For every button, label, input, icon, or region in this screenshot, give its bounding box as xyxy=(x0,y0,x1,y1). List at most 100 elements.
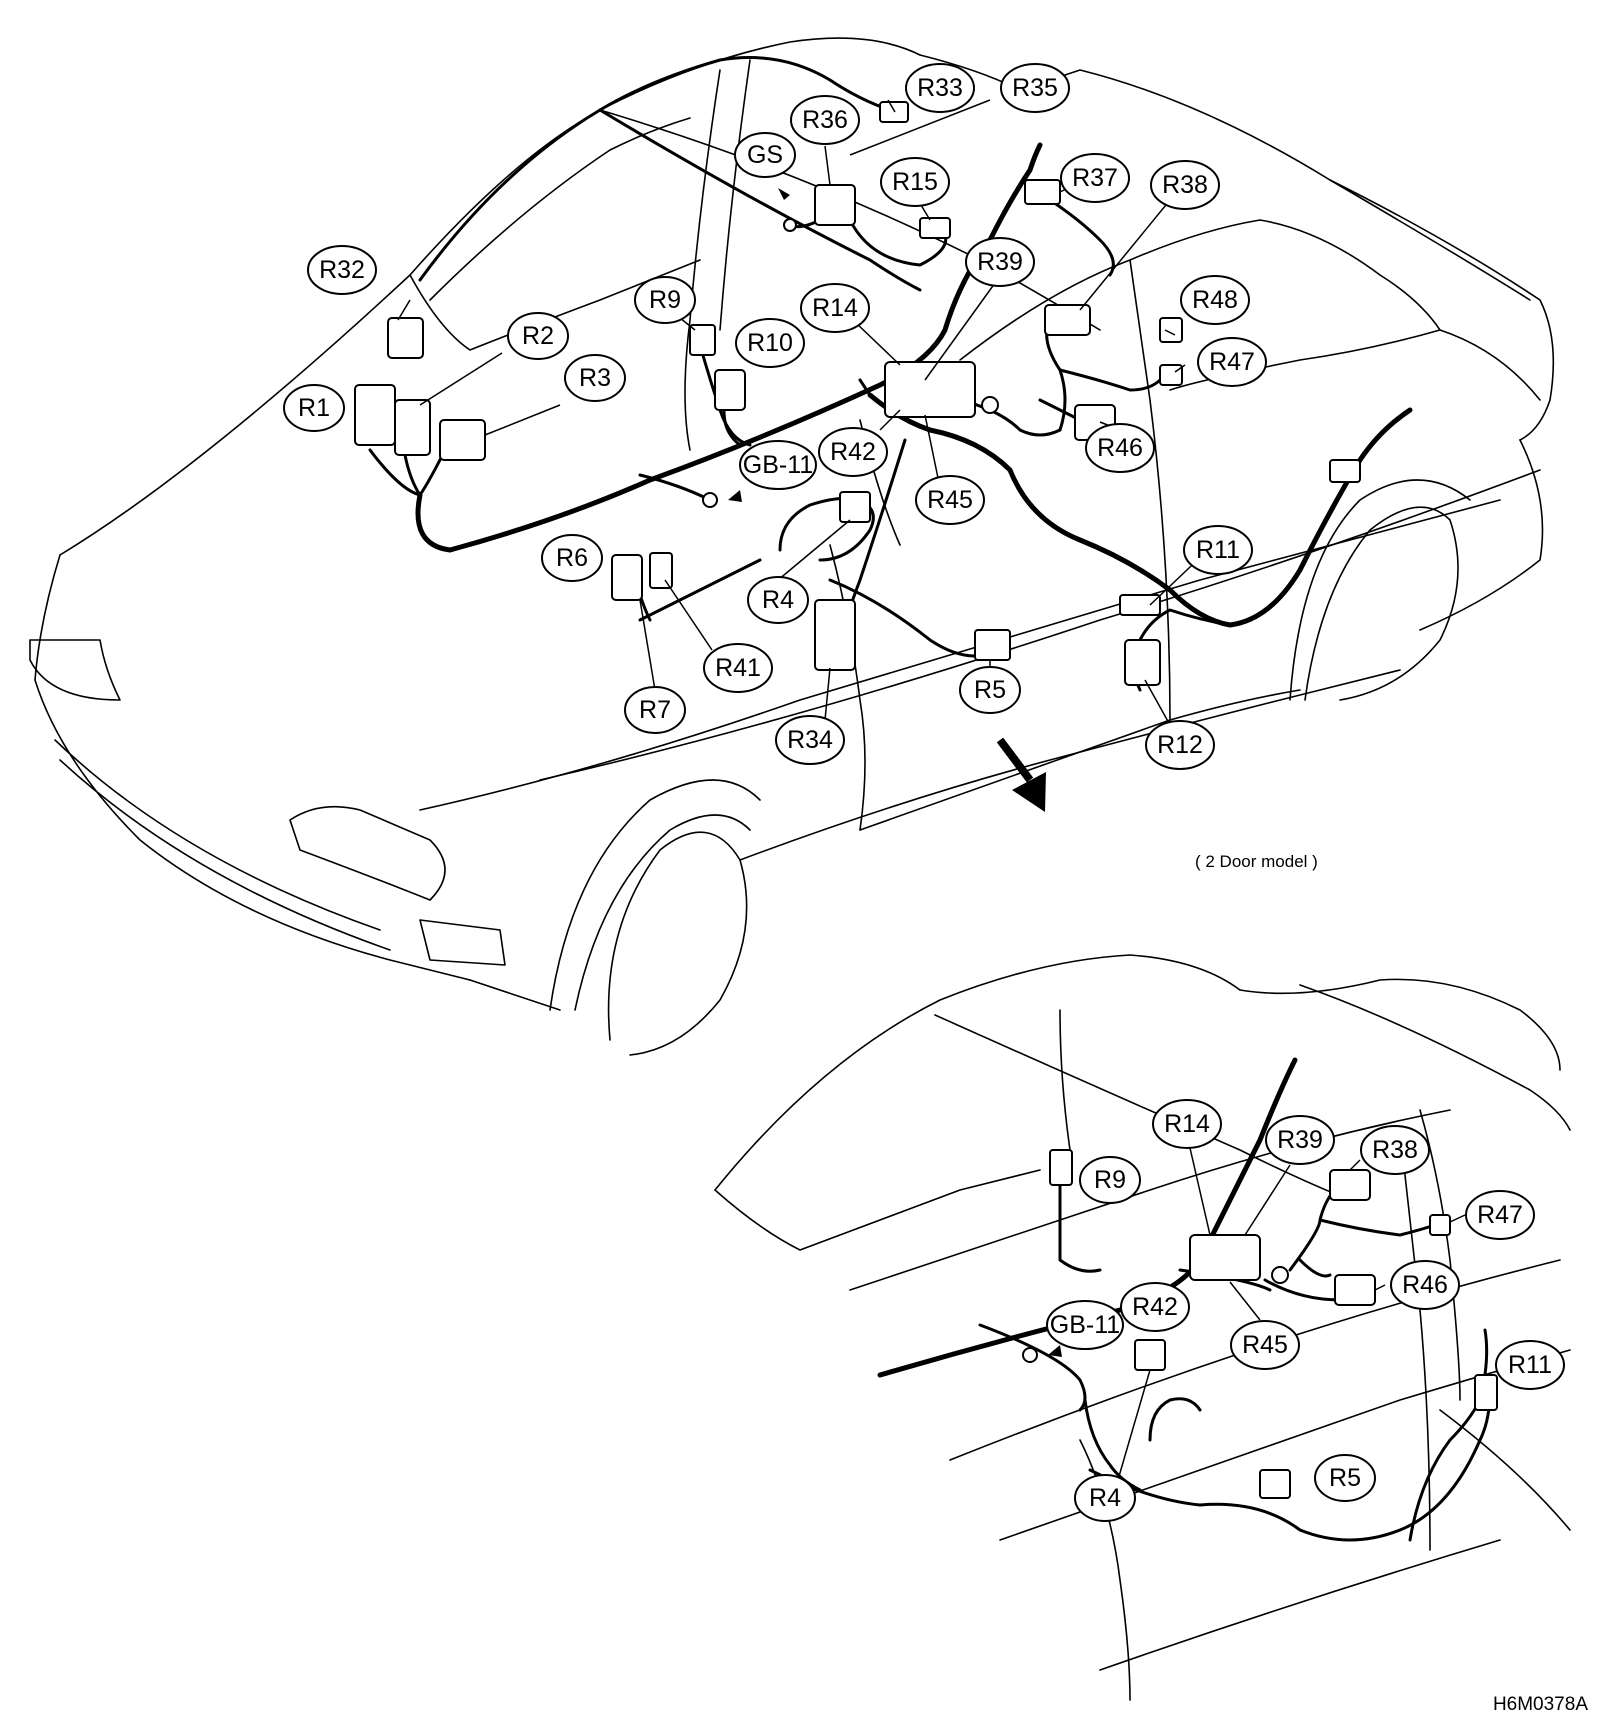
connector-r4-shape xyxy=(839,491,871,523)
inset-ground-r45-shape xyxy=(1271,1266,1289,1284)
svg-text:GS: GS xyxy=(747,141,783,169)
inset-label-r47: R47 xyxy=(1465,1190,1535,1240)
label-r32: R32 xyxy=(307,245,377,295)
svg-text:R10: R10 xyxy=(747,329,793,357)
label-r12: R12 xyxy=(1145,720,1215,770)
label-r46: R46 xyxy=(1085,423,1155,473)
main-leader-lines xyxy=(397,99,1209,726)
inset-ground-gb11-shape xyxy=(1022,1347,1038,1363)
label-r42: R42 xyxy=(818,427,888,477)
ground-gs-shape xyxy=(783,218,797,232)
connector-r11-shape xyxy=(1119,594,1161,616)
inset-label-r14: R14 xyxy=(1152,1099,1222,1149)
connector-r15-shape xyxy=(919,217,951,239)
inset-label-r46: R46 xyxy=(1390,1260,1460,1310)
figure-code: H6M0378A xyxy=(1492,1694,1588,1715)
svg-text:GB-11: GB-11 xyxy=(1050,1311,1120,1339)
main-harness xyxy=(415,142,1413,628)
svg-text:R36: R36 xyxy=(802,106,848,134)
inset-r9-shape xyxy=(1049,1149,1073,1186)
label-r35: R35 xyxy=(1000,63,1070,113)
connector-r38-shape xyxy=(1044,304,1091,336)
inset-label-gb-11: GB-11 xyxy=(1046,1300,1124,1350)
connector-r37-shape xyxy=(1024,179,1061,205)
svg-text:R9: R9 xyxy=(649,286,681,314)
view-arrow xyxy=(996,737,1046,812)
svg-text:R9: R9 xyxy=(1094,1166,1126,1194)
connector-r5-shape xyxy=(974,629,1011,661)
label-r6: R6 xyxy=(541,534,603,582)
inset-r47-shape xyxy=(1429,1214,1451,1236)
connector-r47-shape xyxy=(1159,364,1183,386)
connector-r32-shape xyxy=(387,317,424,359)
label-r5: R5 xyxy=(959,666,1021,714)
inset-r42-shape xyxy=(1134,1339,1166,1371)
svg-text:R35: R35 xyxy=(1012,74,1058,102)
connector-r2-shape xyxy=(394,399,431,456)
svg-text:R38: R38 xyxy=(1162,171,1208,199)
label-r39: R39 xyxy=(965,237,1035,287)
inset-r11-shape xyxy=(1474,1374,1498,1411)
svg-text:R2: R2 xyxy=(522,322,554,350)
svg-text:R45: R45 xyxy=(927,486,973,514)
svg-text:R46: R46 xyxy=(1097,434,1143,462)
inset-label-r45: R45 xyxy=(1230,1320,1300,1370)
connector-r34-shape xyxy=(814,599,856,671)
connector-r36-shape xyxy=(814,184,856,226)
svg-text:R45: R45 xyxy=(1242,1331,1288,1359)
ground-gb11-shape xyxy=(702,492,718,508)
svg-text:R7: R7 xyxy=(639,696,671,724)
connector-r3-shape xyxy=(439,419,486,461)
inset-label-r39: R39 xyxy=(1265,1115,1335,1165)
label-r7: R7 xyxy=(624,686,686,734)
svg-text:R11: R11 xyxy=(1196,536,1240,564)
label-r4: R4 xyxy=(747,576,809,624)
svg-text:R14: R14 xyxy=(812,294,858,322)
connector-r1-shape xyxy=(354,384,396,446)
inset-r14-shape xyxy=(1189,1234,1261,1281)
connector-rear-shape xyxy=(1329,459,1361,483)
label-r38: R38 xyxy=(1150,160,1220,210)
connector-r14-shape xyxy=(884,361,976,418)
svg-text:GB-11: GB-11 xyxy=(743,451,813,479)
label-r9: R9 xyxy=(634,276,696,324)
label-r34: R34 xyxy=(775,715,845,765)
svg-text:R34: R34 xyxy=(787,726,833,754)
svg-text:R32: R32 xyxy=(319,256,365,284)
connector-r12-shape xyxy=(1124,639,1161,686)
svg-text:R4: R4 xyxy=(1089,1484,1121,1512)
label-r14: R14 xyxy=(800,283,870,333)
label-r37: R37 xyxy=(1060,153,1130,203)
svg-text:R47: R47 xyxy=(1477,1201,1523,1229)
label-r33: R33 xyxy=(905,63,975,113)
inset-label-r9: R9 xyxy=(1079,1156,1141,1204)
svg-text:R14: R14 xyxy=(1164,1110,1210,1138)
svg-text:R46: R46 xyxy=(1402,1271,1448,1299)
label-r45: R45 xyxy=(915,475,985,525)
label-gs: GS xyxy=(734,132,796,178)
inset-gb11-arrow-icon xyxy=(1048,1345,1062,1357)
svg-text:R1: R1 xyxy=(298,394,330,422)
label-r2: R2 xyxy=(507,312,569,360)
svg-text:R5: R5 xyxy=(1329,1464,1361,1492)
two-door-leader-lines xyxy=(1114,1147,1466,1491)
svg-text:R4: R4 xyxy=(762,586,794,614)
svg-text:R42: R42 xyxy=(1132,1293,1178,1321)
svg-text:R41: R41 xyxy=(715,654,761,682)
svg-text:R47: R47 xyxy=(1209,348,1255,376)
main-connectors-shapes xyxy=(354,101,1361,686)
connector-r48-shape xyxy=(1159,317,1183,343)
svg-text:R33: R33 xyxy=(917,74,963,102)
inset-label-r42: R42 xyxy=(1120,1282,1190,1332)
label-r47: R47 xyxy=(1197,337,1267,387)
svg-text:R39: R39 xyxy=(977,248,1023,276)
label-r11: R11 xyxy=(1183,525,1253,575)
label-r1: R1 xyxy=(283,384,345,432)
label-r41: R41 xyxy=(703,643,773,693)
inset-r38-shape xyxy=(1329,1169,1371,1201)
label-r48: R48 xyxy=(1180,275,1250,325)
connector-r33-shape xyxy=(879,101,909,123)
svg-text:R3: R3 xyxy=(579,364,611,392)
inset-r46-shape xyxy=(1334,1274,1376,1306)
